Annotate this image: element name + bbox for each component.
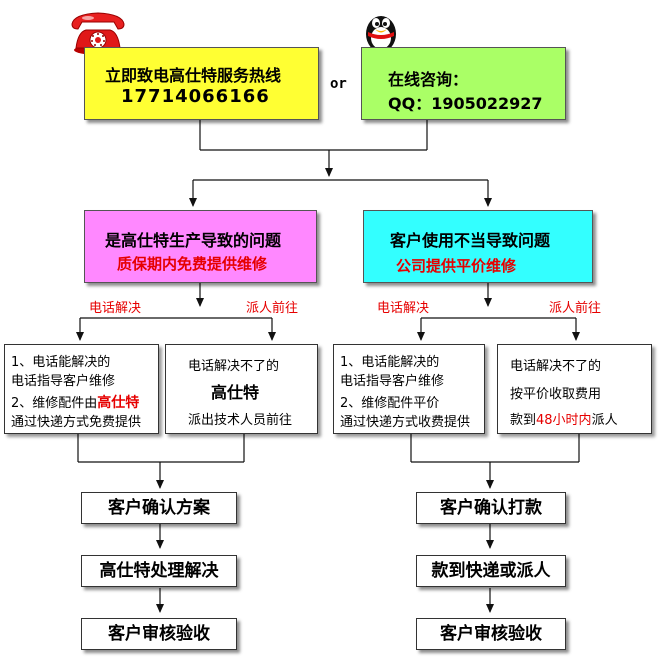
- right-step-ship-or-dispatch: 款到快递或派人: [416, 555, 566, 587]
- phone-number[interactable]: 17714066166: [121, 86, 270, 107]
- right-dispatch-solution-box: 电话解决不了的 按平价收取费用 款到48小时内派人: [497, 344, 652, 434]
- left-phone-line3-prefix: 2、维修配件由: [11, 396, 98, 411]
- right-step-confirm-payment: 客户确认打款: [416, 492, 566, 524]
- left-dispatch-solution-box: 电话解决不了的 高仕特 派出技术人员前往: [165, 344, 318, 434]
- left-dispatch-line3: 派出技术人员前往: [188, 413, 293, 428]
- phone-hotline-title: 立即致电高仕特服务热线: [105, 66, 282, 85]
- right-dispatch-line3-highlight: 48小时内: [536, 413, 592, 428]
- left-phone-line3-brand: 高仕特: [97, 395, 140, 411]
- customer-misuse-box: 客户使用不当导致问题 公司提供平价维修: [363, 210, 593, 283]
- right-dispatch-label: 派人前往: [549, 301, 602, 316]
- online-consult-box: 在线咨询： QQ：1905022927: [361, 47, 566, 120]
- right-dispatch-line3-prefix: 款到: [510, 413, 537, 428]
- customer-misuse-title: 客户使用不当导致问题: [390, 231, 551, 250]
- right-phone-line3: 2、维修配件平价: [340, 396, 440, 411]
- qq-penguin-icon: [366, 16, 396, 54]
- left-phone-line4: 通过快递方式免费提供: [11, 415, 142, 430]
- right-phone-label: 电话解决: [377, 301, 430, 316]
- right-dispatch-line3: 款到48小时内派人: [510, 409, 618, 428]
- right-step-acceptance: 客户审核验收: [416, 618, 566, 650]
- online-consult-title: 在线咨询：: [388, 70, 469, 89]
- left-step-acceptance: 客户审核验收: [81, 618, 237, 650]
- right-phone-line4: 通过快递方式收费提供: [340, 415, 471, 430]
- left-phone-line1: 1、电话能解决的: [11, 355, 111, 370]
- left-dispatch-label: 派人前往: [246, 301, 299, 316]
- phone-hotline-box: 立即致电高仕特服务热线 17714066166: [84, 47, 319, 120]
- left-step-process: 高仕特处理解决: [81, 555, 237, 587]
- manufacturer-fault-box: 是高仕特生产导致的问题 质保期内免费提供维修: [84, 210, 317, 283]
- right-phone-line1: 1、电话能解决的: [340, 355, 440, 370]
- left-dispatch-line1: 电话解决不了的: [188, 359, 280, 374]
- left-dispatch-line2: 高仕特: [211, 383, 260, 402]
- right-dispatch-line3-suffix: 派人: [591, 413, 618, 428]
- right-phone-line2: 电话指导客户维修: [340, 374, 445, 389]
- right-dispatch-line1: 电话解决不了的: [510, 359, 602, 374]
- manufacturer-fault-subtitle: 质保期内免费提供维修: [117, 255, 268, 273]
- or-label: or: [330, 76, 347, 92]
- left-phone-line3: 2、维修配件由高仕特: [11, 392, 139, 412]
- right-phone-solution-box: 1、电话能解决的 电话指导客户维修 2、维修配件平价 通过快递方式收费提供: [333, 344, 485, 434]
- qq-number[interactable]: QQ：1905022927: [388, 94, 543, 113]
- manufacturer-fault-title: 是高仕特生产导致的问题: [105, 231, 282, 250]
- left-phone-label: 电话解决: [89, 301, 142, 316]
- customer-misuse-subtitle: 公司提供平价维修: [396, 257, 517, 275]
- right-dispatch-line2: 按平价收取费用: [510, 387, 602, 402]
- left-step-confirm-plan: 客户确认方案: [81, 492, 237, 524]
- left-phone-line2: 电话指导客户维修: [11, 374, 116, 389]
- left-phone-solution-box: 1、电话能解决的 电话指导客户维修 2、维修配件由高仕特 通过快递方式免费提供: [4, 344, 159, 434]
